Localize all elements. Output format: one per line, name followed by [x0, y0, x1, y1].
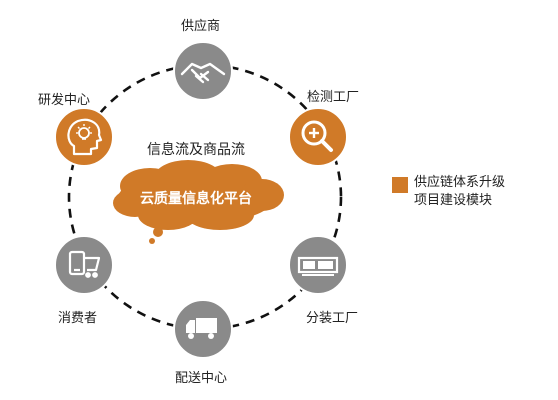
label-inspection: 检测工厂: [307, 90, 360, 105]
label-rnd: 研发中心: [38, 93, 91, 108]
legend-line-1: 供应链体系升级: [414, 175, 506, 190]
legend-swatch: [392, 177, 408, 193]
machine-icon: [297, 256, 339, 276]
label-packaging: 分装工厂: [306, 311, 359, 326]
node-consumer: [54, 235, 114, 295]
label-delivery: 配送中心: [175, 371, 228, 386]
handshake-icon: [180, 62, 226, 84]
legend-line-2: 项目建设模块: [414, 193, 493, 208]
head-bulb-icon: [67, 118, 103, 156]
label-supplier: 供应商: [181, 19, 221, 34]
node-supplier: [173, 41, 233, 101]
magnifier-plus-icon: [301, 120, 333, 152]
platform-label: 云质量信息化平台: [140, 191, 252, 207]
shopping-cart-icon: [68, 250, 101, 278]
flow-label: 信息流及商品流: [147, 142, 245, 158]
node-packaging: [288, 235, 348, 295]
node-rnd: [54, 107, 114, 167]
platform-cloud: [113, 160, 284, 244]
truck-icon: [186, 318, 217, 339]
node-delivery: [173, 299, 233, 359]
node-inspection: [288, 107, 348, 167]
label-consumer: 消费者: [58, 311, 98, 326]
